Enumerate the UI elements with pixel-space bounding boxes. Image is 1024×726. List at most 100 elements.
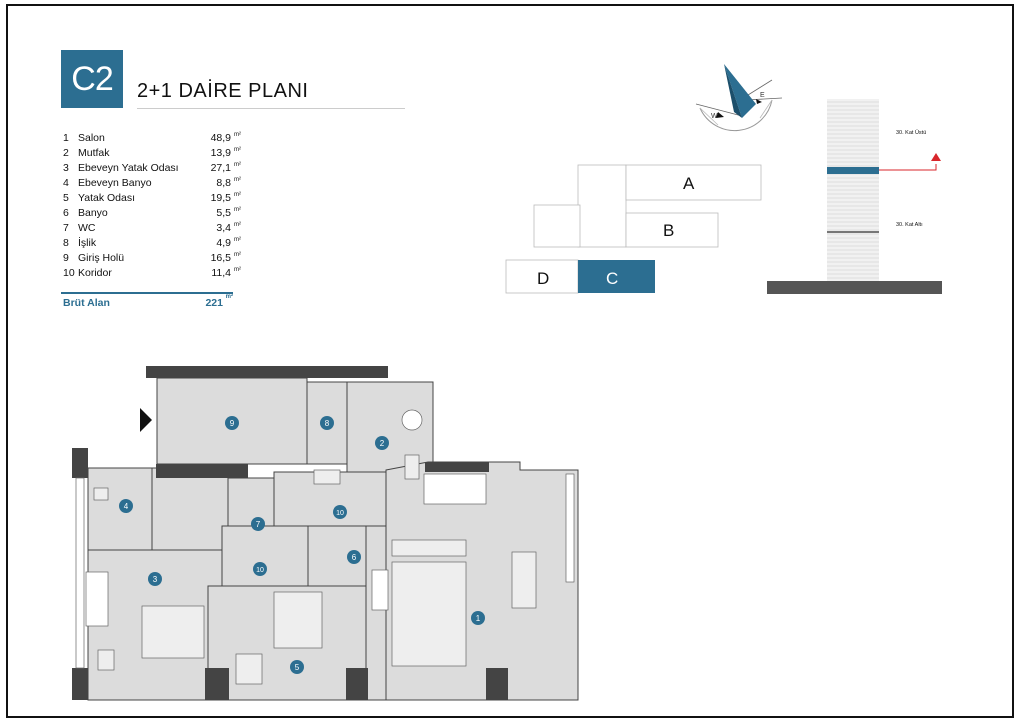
block-d-label: D [537, 269, 549, 288]
room-marker [148, 572, 162, 586]
room-marker-label: 4 [124, 502, 129, 511]
room-number: 9 [63, 252, 69, 264]
area-unit: m² [234, 237, 241, 243]
room-number: 7 [63, 222, 69, 234]
room-area: 13,9 [210, 147, 231, 159]
room-area: 5,5 [216, 207, 231, 219]
room-marker [225, 416, 239, 430]
room-markers: 9 8 2 4 7 10 10 6 3 5 1 [119, 416, 485, 674]
room-marker-label: 10 [336, 510, 344, 517]
room-area: 11,4 [211, 267, 231, 279]
page-frame [6, 4, 1014, 718]
room-marker [290, 660, 304, 674]
room-area: 48,9 [210, 132, 231, 144]
room-name: Koridor [78, 267, 112, 279]
room-marker [333, 505, 347, 519]
room-number: 4 [63, 177, 69, 189]
room-marker [471, 611, 485, 625]
bed [141, 605, 205, 659]
block-a-label: A [683, 174, 695, 193]
room-name: Ebeveyn Banyo [78, 177, 152, 189]
area-unit: m² [234, 207, 241, 213]
room-marker-label: 6 [352, 553, 357, 562]
room-name: Mutfak [78, 147, 110, 159]
gross-area-divider [61, 292, 233, 294]
room-number: 5 [63, 192, 69, 204]
room-name: Banyo [78, 207, 108, 219]
compass-icon: W E [695, 64, 783, 132]
entrance-arrow-icon [140, 408, 152, 432]
title-divider [137, 108, 405, 109]
section-elevation: 30. Kat Üstü 30. Kat Altı [767, 99, 942, 294]
room-area: 3,4 [216, 222, 231, 234]
room-marker-label: 8 [325, 419, 330, 428]
room-name: WC [78, 222, 96, 234]
compass-east-label: E [760, 92, 765, 99]
room-marker [375, 436, 389, 450]
gross-area-unit: m² [225, 294, 233, 300]
room-name: İşlik [78, 237, 97, 249]
room-marker-label: 9 [230, 419, 235, 428]
area-unit: m² [234, 177, 241, 183]
area-unit: m² [234, 132, 241, 138]
room-number: 1 [63, 132, 69, 144]
area-unit: m² [234, 147, 241, 153]
room-marker [253, 562, 267, 576]
sofa [391, 561, 467, 667]
room-marker-label: 3 [153, 575, 158, 584]
room-area: 4,9 [216, 237, 231, 249]
area-unit: m² [234, 162, 241, 168]
bed [273, 591, 323, 649]
plan-title: 2+1 DAİRE PLANI [137, 80, 309, 102]
room-marker [119, 499, 133, 513]
dining-table [511, 551, 537, 609]
block-b [625, 212, 719, 248]
room-number: 3 [63, 162, 69, 174]
block-c-label: C [606, 269, 618, 288]
room-number: 6 [63, 207, 69, 219]
room-area: 27,1 [210, 162, 231, 174]
block-a [625, 164, 762, 201]
floor-plan: 9 8 2 4 7 10 10 6 3 5 1 [72, 366, 579, 701]
room-marker-label: 7 [256, 520, 261, 529]
room-marker [251, 517, 265, 531]
room-marker-label: 2 [380, 439, 385, 448]
upper-floor-label: 30. Kat Üstü [896, 129, 926, 136]
lower-floor-label: 30. Kat Altı [896, 222, 923, 228]
room-marker [347, 550, 361, 564]
room-marker-label: 1 [476, 614, 481, 623]
area-unit: m² [234, 222, 241, 228]
room-area: 16,5 [210, 252, 231, 264]
area-unit: m² [234, 192, 241, 198]
room-name: Salon [78, 132, 105, 144]
key-plan: A B C D [505, 164, 762, 294]
area-unit: m² [234, 252, 241, 258]
compass-west-label: W [711, 113, 718, 120]
room-area: 19,5 [210, 192, 231, 204]
armchair [235, 653, 263, 685]
room-marker-label: 10 [256, 567, 264, 574]
room-marker-label: 5 [295, 663, 300, 672]
room-number: 2 [63, 147, 69, 159]
area-unit: m² [234, 267, 241, 273]
room-marker [320, 416, 334, 430]
block-b-label: B [663, 221, 674, 240]
unit-badge: C2 [61, 50, 123, 108]
gross-area-value: 221 [205, 297, 223, 309]
gross-area-label: Brüt Alan [63, 297, 110, 309]
room-name: Giriş Holü [78, 252, 125, 264]
room-number: 10 [63, 267, 75, 279]
room-area: 8,8 [216, 177, 231, 189]
block-c-highlight [578, 260, 655, 293]
current-floor-band [827, 167, 879, 174]
